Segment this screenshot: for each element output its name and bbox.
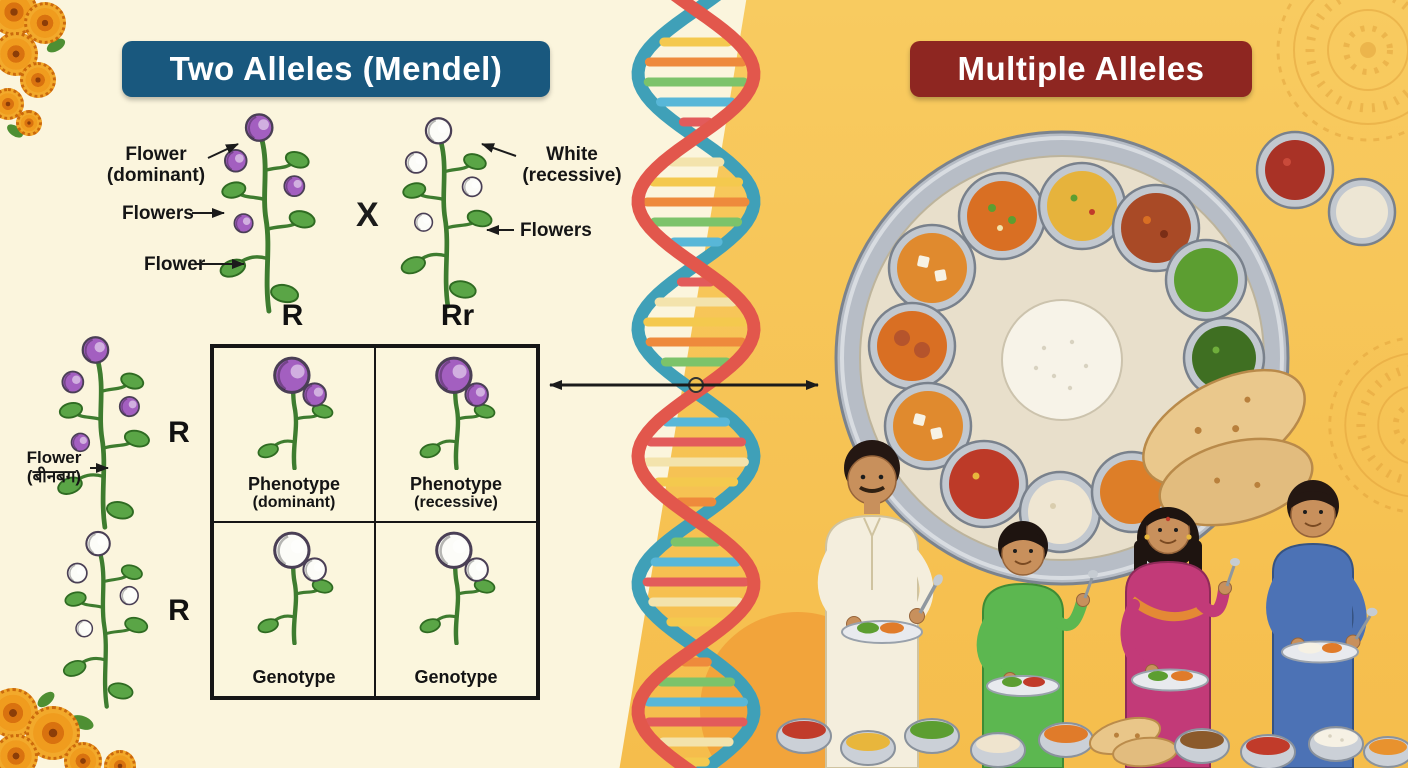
- label-flowers-left: Flowers: [122, 203, 194, 224]
- white-flower-illustration: [247, 531, 342, 645]
- pointer-arrow: [90, 463, 109, 473]
- curry-bowl: [887, 223, 977, 313]
- white-pea-plant: [50, 528, 160, 710]
- allele-col-header-1: R: [281, 299, 304, 332]
- purple-flower-illustration: [409, 356, 504, 470]
- boy-figure: [976, 521, 1098, 768]
- marigold-flower: [0, 734, 38, 768]
- table-dishes: [776, 716, 1408, 768]
- double-headed-arrow: [549, 380, 819, 390]
- cross-symbol: X: [356, 196, 379, 234]
- punnett-cell-3: Genotype: [213, 522, 375, 697]
- chutney-bowls: [1255, 130, 1397, 247]
- marigold-flower: [64, 742, 102, 768]
- marigold-flower: [16, 110, 42, 136]
- thali-platter: [834, 130, 1314, 586]
- paneer-bowl: [883, 381, 973, 471]
- allele-row-header-2: R: [168, 594, 190, 627]
- allele-row-header-1: R: [168, 416, 190, 449]
- curry-bowl: [957, 171, 1047, 261]
- dal-bowl: [1037, 161, 1127, 251]
- young-man-figure: [1266, 480, 1378, 768]
- punnett-square: Phenotype (dominant) Phenotype (recessiv…: [210, 344, 540, 700]
- curry-bowl: [1111, 183, 1201, 273]
- allele-col-header-2: Rr: [440, 299, 475, 332]
- label-white-recessive: White (recessive): [522, 144, 622, 186]
- label-flowers-right: Flowers: [520, 220, 592, 241]
- father-figure: [817, 440, 943, 768]
- pointer-arrow: [192, 208, 225, 218]
- purple-pea-plant: [46, 333, 160, 531]
- punnett-cell-2: Phenotype (recessive): [375, 347, 537, 522]
- purple-flower-illustration: [247, 356, 342, 470]
- chutney-bowl: [1164, 238, 1248, 322]
- mother-figure: [1120, 507, 1240, 768]
- mandala-decoration: [1276, 0, 1408, 142]
- dna-helix: [631, 0, 761, 768]
- marigold-flower: [20, 62, 56, 98]
- tomato-curry-bowl: [939, 439, 1029, 529]
- label-flower-stem: Flower: [144, 254, 206, 275]
- white-flower-illustration: [409, 531, 504, 645]
- naan-bread: [1158, 437, 1314, 527]
- punnett-cell-1: Phenotype (dominant): [213, 347, 375, 522]
- kofta-bowl: [867, 301, 957, 391]
- right-title: Multiple Alleles: [910, 41, 1252, 97]
- pointer-arrow: [486, 225, 514, 235]
- pointer-arrow: [196, 259, 245, 269]
- label-parent-flower: Flower (बीनबग): [26, 448, 82, 486]
- marigold-flower: [104, 750, 136, 768]
- left-title: Two Alleles (Mendel): [122, 41, 550, 97]
- rice-mound: [1001, 299, 1123, 421]
- mandala-decoration: [1328, 336, 1408, 514]
- pointer-arrow: [207, 143, 239, 159]
- family-scene: [776, 440, 1408, 768]
- label-flower-dominant: Flower (dominant): [106, 144, 206, 186]
- pointer-arrow: [481, 143, 517, 157]
- punnett-cell-4: Genotype: [375, 522, 537, 697]
